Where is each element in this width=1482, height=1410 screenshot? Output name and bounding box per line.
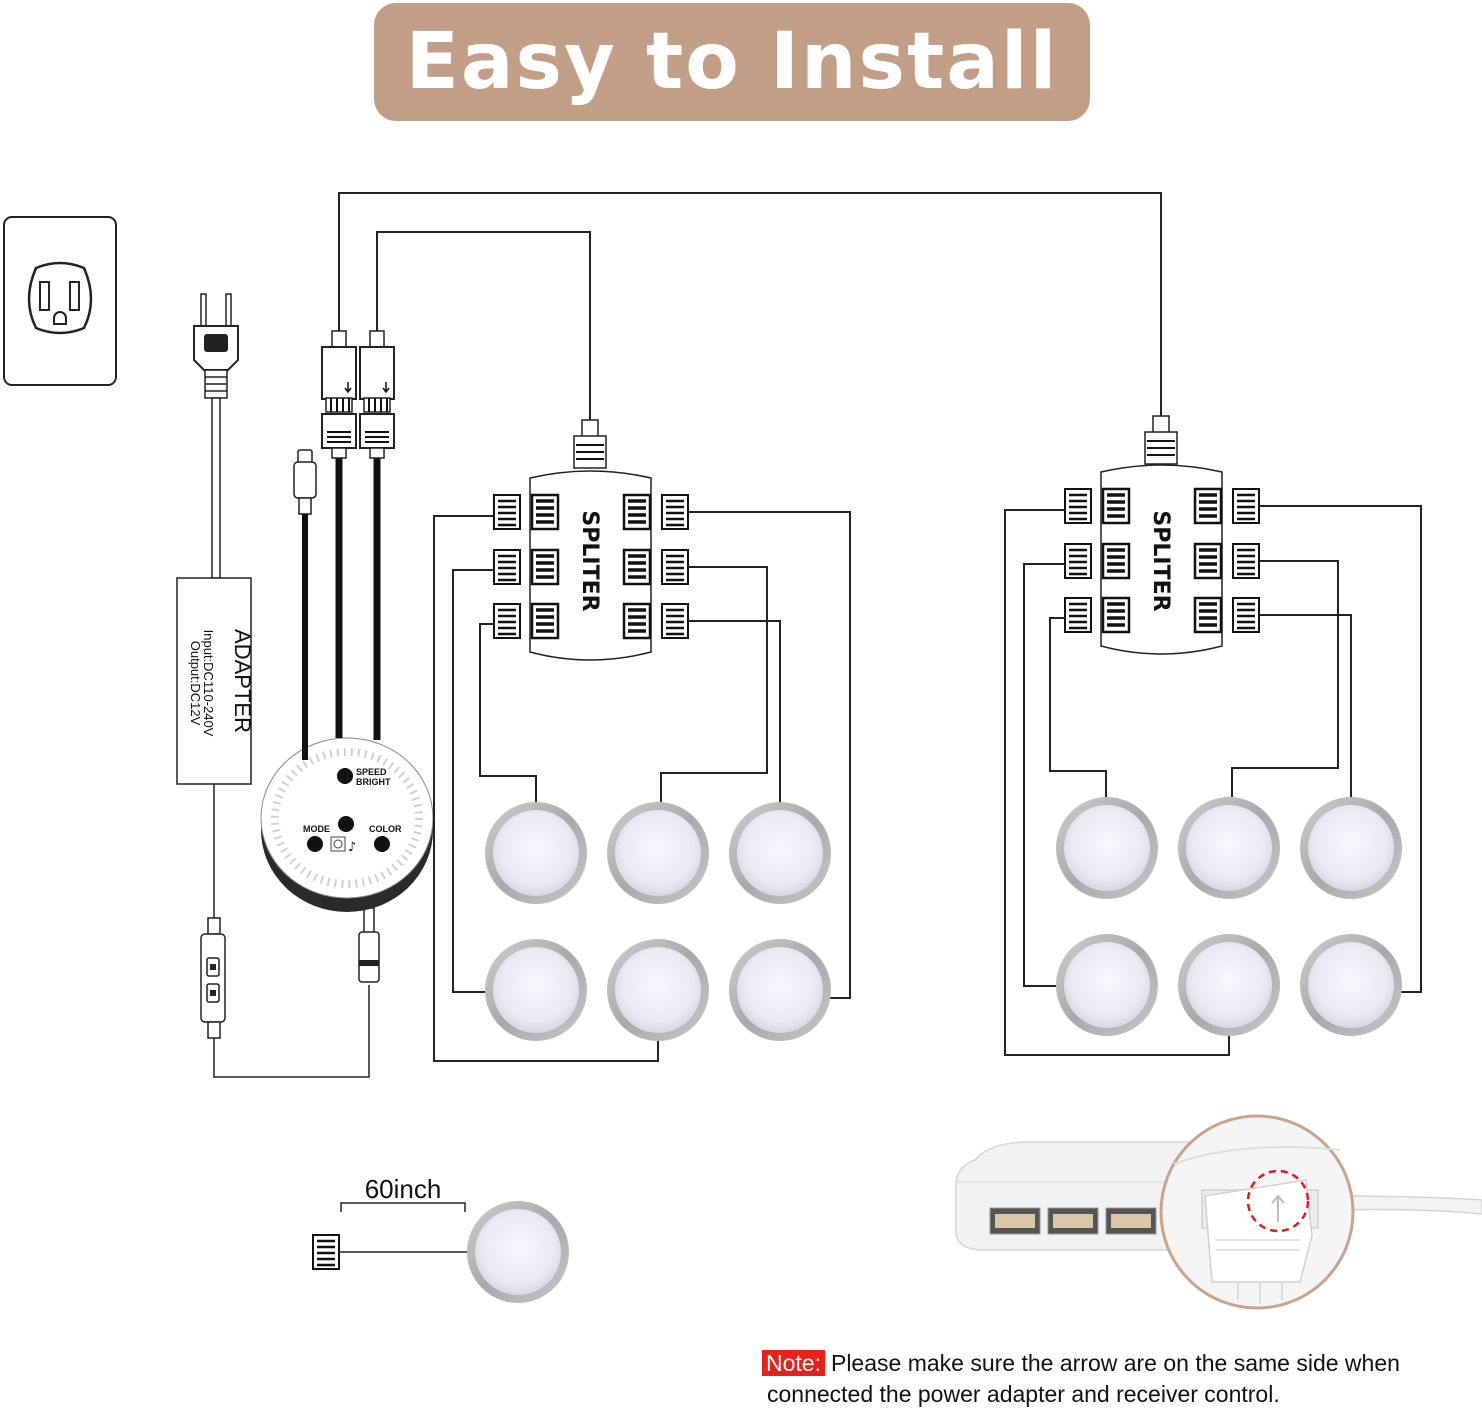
power-plug-icon xyxy=(193,293,239,399)
installation-note: Note:Please make sure the arrow are on t… xyxy=(762,1348,1474,1410)
power-adapter: ADAPTER Input:DC110-240V Output:DC12V xyxy=(176,577,255,785)
note-line-1: Please make sure the arrow are on the sa… xyxy=(830,1350,1400,1376)
dc-plug xyxy=(358,907,380,983)
light-grid-1 xyxy=(485,802,831,1041)
svg-text:♪: ♪ xyxy=(348,840,356,855)
controller-output-connector-1 xyxy=(321,330,357,459)
speed-label: SPEED xyxy=(356,767,387,777)
adapter-output: Output:DC12V xyxy=(188,641,203,726)
splitter-2: SPLITER xyxy=(1063,415,1261,655)
usb-connector-icon xyxy=(293,449,317,515)
inline-switch xyxy=(200,917,226,1039)
cable-length-label: 60inch xyxy=(365,1174,442,1204)
splitter-2-label: SPLITER xyxy=(1148,510,1173,611)
page-title: Easy to Install xyxy=(405,17,1059,107)
adapter-input: Input:DC110-240V xyxy=(201,630,216,737)
light-grid-2 xyxy=(1056,797,1402,1036)
splitter-1: SPLITER xyxy=(492,419,690,661)
title-banner: Easy to Install xyxy=(374,3,1090,121)
zoom-detail-circle xyxy=(1159,1114,1355,1310)
controller-output-connector-2 xyxy=(359,330,395,459)
single-light xyxy=(311,1201,569,1303)
cable-length-indicator: 60inch xyxy=(340,1174,466,1212)
color-label: COLOR xyxy=(369,824,402,834)
arrow-highlight-icon xyxy=(1246,1169,1310,1233)
adapter-name: ADAPTER xyxy=(230,629,255,733)
wall-outlet-icon xyxy=(3,216,117,386)
mode-label: MODE xyxy=(303,824,330,834)
note-label: Note: xyxy=(762,1350,825,1376)
bright-label: BRIGHT xyxy=(356,777,391,787)
receiver-controller: SPEED BRIGHT MODE COLOR ♪ xyxy=(260,737,434,912)
note-line-2: connected the power adapter and receiver… xyxy=(767,1381,1280,1407)
splitter-1-label: SPLITER xyxy=(577,510,602,611)
